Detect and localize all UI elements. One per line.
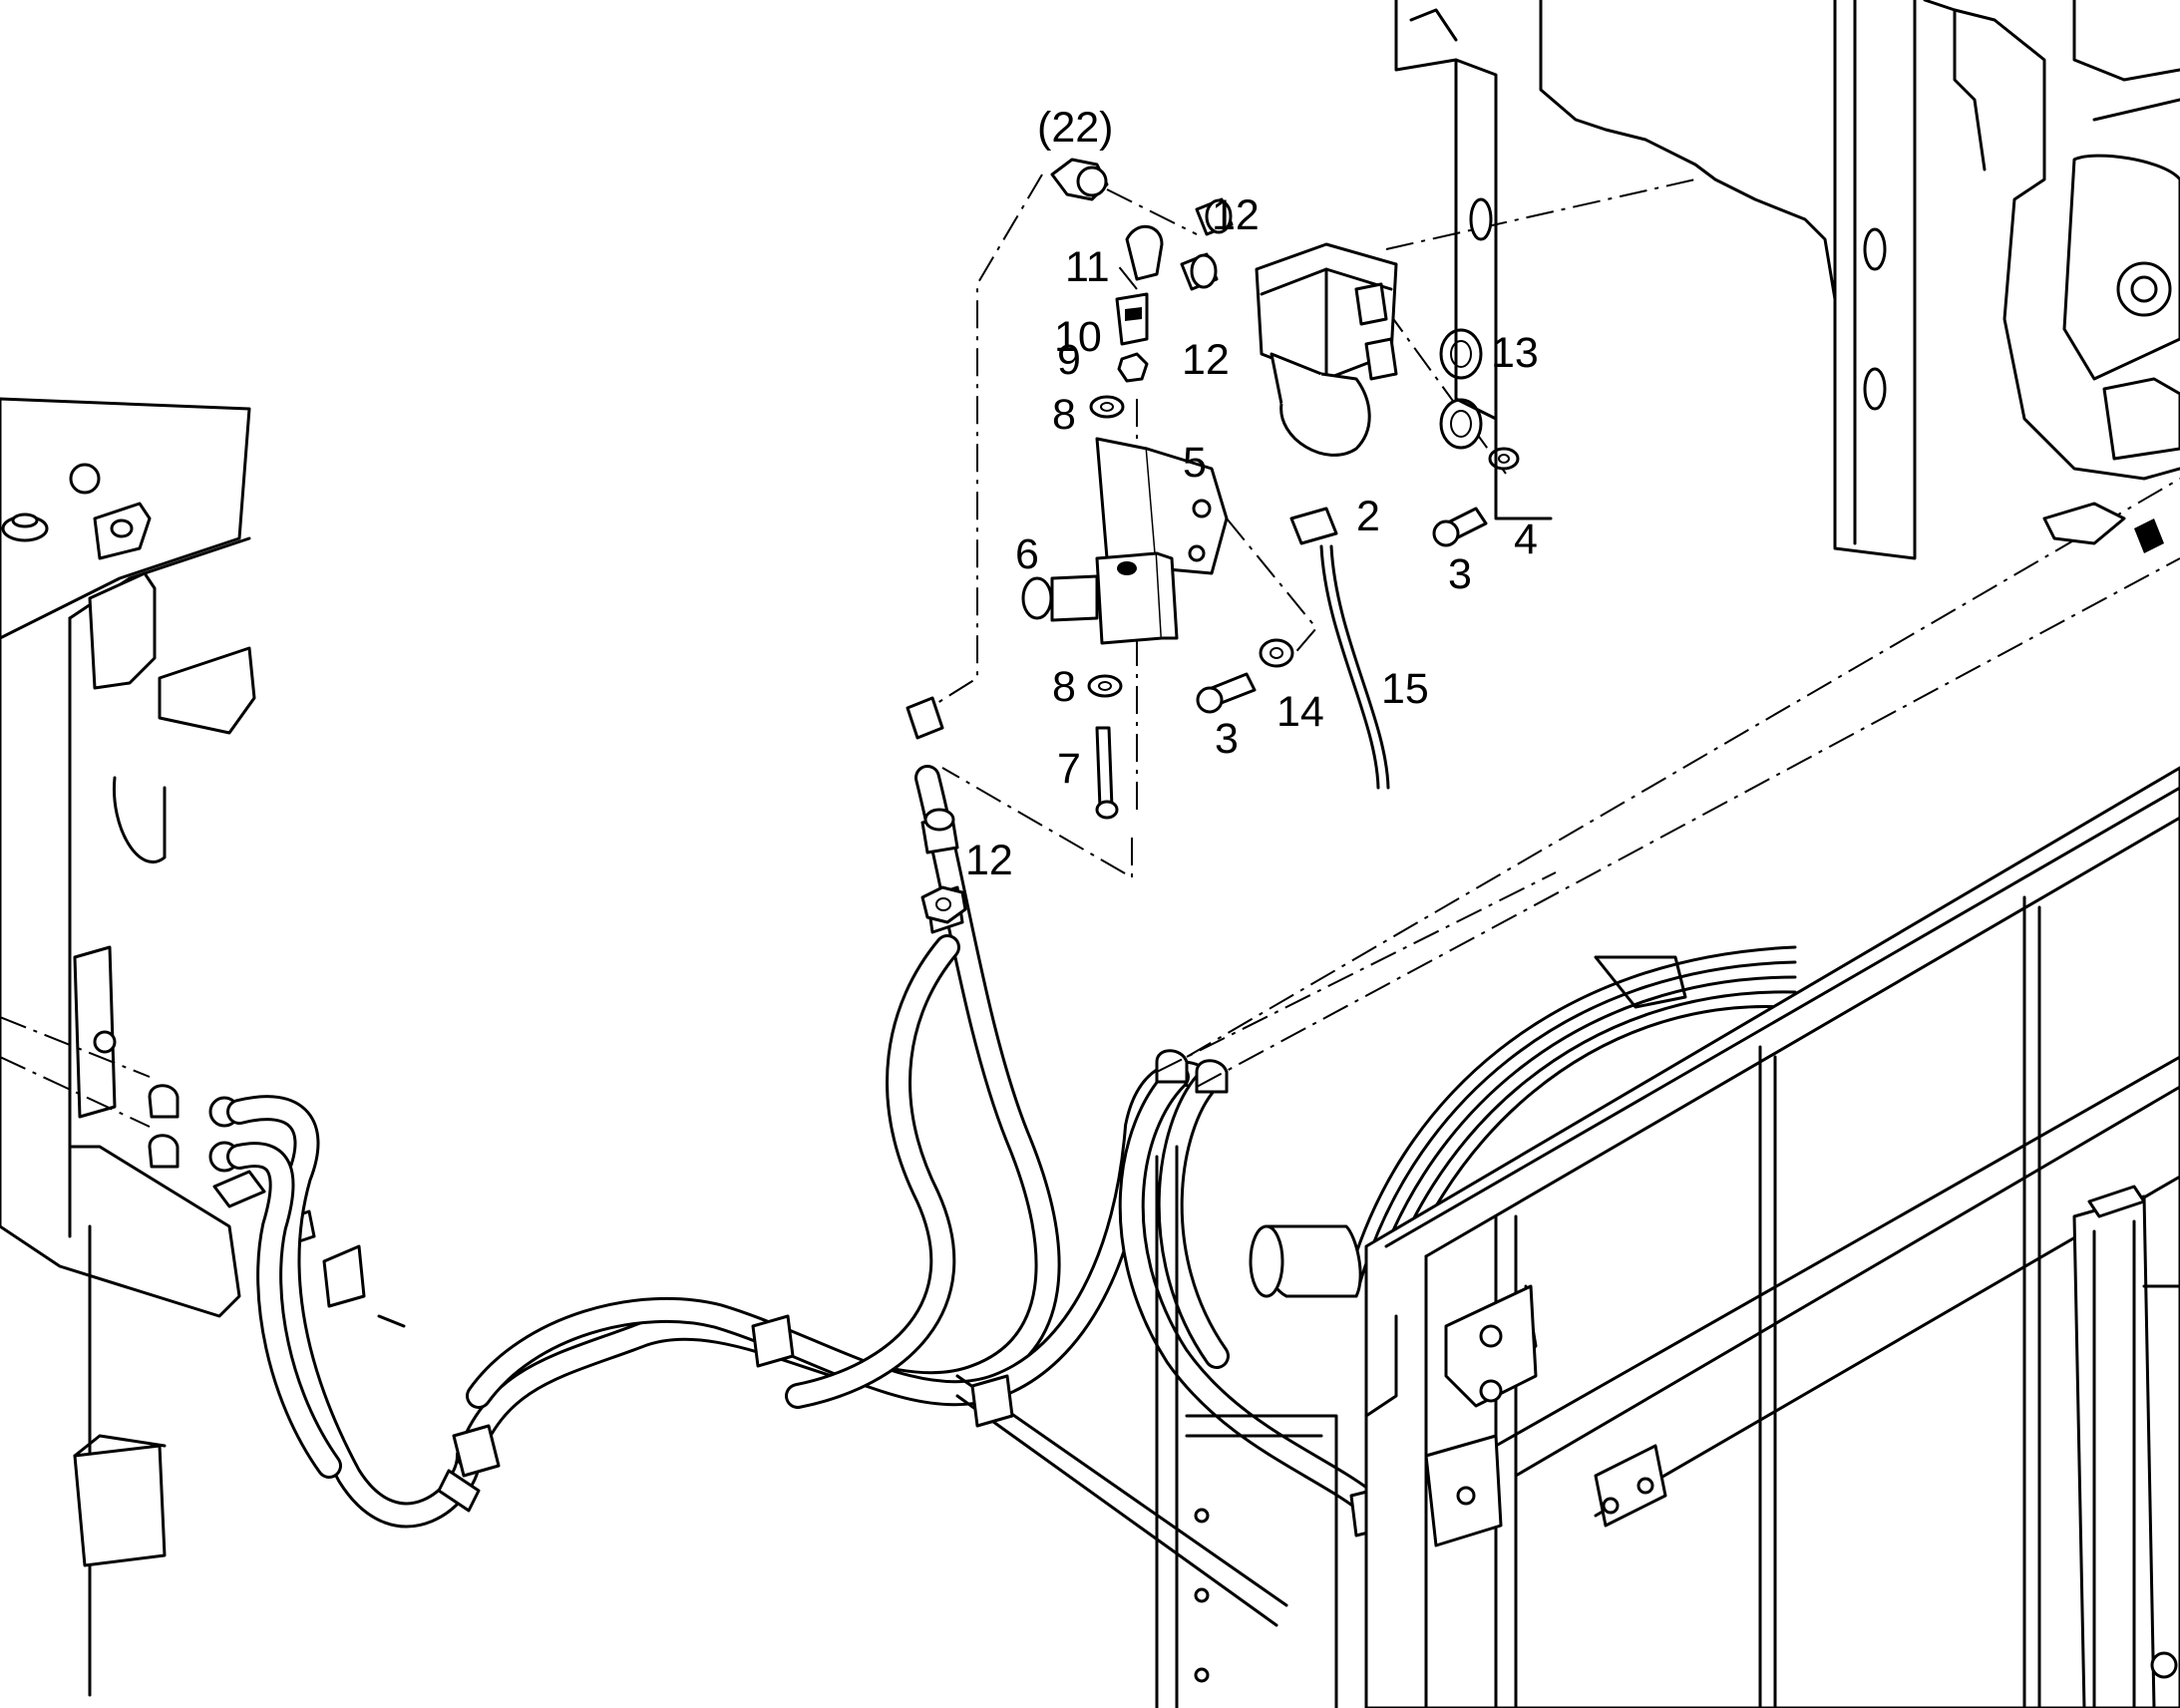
- callout-15: 15: [1381, 665, 1429, 713]
- callout-6: 6: [1015, 530, 1039, 578]
- callout-12-middle: 12: [1182, 336, 1230, 384]
- callout-8-upper: 8: [1052, 391, 1076, 439]
- callout-22: (22): [1037, 104, 1113, 152]
- callout-12-top: 12: [1212, 191, 1260, 239]
- callout-10: 10: [1054, 313, 1102, 361]
- left-frame-assembly: [0, 397, 406, 1697]
- callout-2: 2: [1356, 493, 1380, 540]
- hose-assembly: [226, 696, 1449, 1708]
- callout-5: 5: [1183, 439, 1207, 487]
- callout-13: 13: [1491, 329, 1539, 377]
- engine-frame-assembly: [1394, 0, 2180, 560]
- valve-filter-explosion: [920, 158, 2180, 1088]
- radiator-fan-assembly: [1155, 766, 2180, 1708]
- callout-7: 7: [1057, 745, 1081, 793]
- callout-labels: (22) 12 11 10 12 13 9 8 5 2 4 3 6 8 15 1…: [965, 104, 1539, 884]
- callout-9: 9: [1057, 336, 1081, 384]
- callout-4: 4: [1514, 515, 1538, 563]
- callout-14: 14: [1276, 688, 1324, 736]
- callout-12-bottom: 12: [965, 837, 1013, 884]
- callout-3-right: 3: [1448, 550, 1472, 598]
- callout-3-left: 3: [1215, 715, 1239, 763]
- callout-8-lower: 8: [1052, 663, 1076, 711]
- callout-11: 11: [1065, 243, 1110, 291]
